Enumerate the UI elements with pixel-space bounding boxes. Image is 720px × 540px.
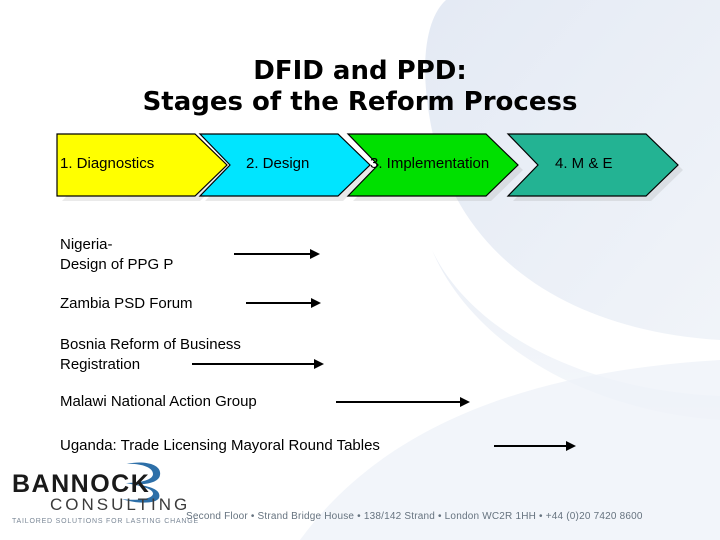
- row-label-uganda: Uganda: Trade Licensing Mayoral Round Ta…: [60, 437, 380, 454]
- stage-label-1[interactable]: 1. Diagnostics: [60, 155, 155, 172]
- stage-label-4[interactable]: 4. M & E: [555, 155, 613, 172]
- row-label-nigeria: Nigeria- Design of PPG P: [60, 236, 174, 273]
- footer-contact-text: Second Floor • Strand Bridge House • 138…: [186, 511, 643, 522]
- row-arrow-zambia: [246, 298, 321, 308]
- title-line-2: Stages of the Reform Process: [142, 87, 578, 117]
- row-arrow-bosnia: [192, 359, 324, 369]
- stage-shape-1: [56, 133, 228, 197]
- stage-label-3[interactable]: 3. Implementation: [370, 155, 490, 172]
- row-label-bosnia: Bosnia Reform of Business Registration: [60, 336, 241, 373]
- row-arrow-uganda: [494, 441, 576, 451]
- row-label-malawi: Malawi National Action Group: [60, 393, 257, 410]
- stage-shape-2: [198, 133, 371, 197]
- row-label-zambia: Zambia PSD Forum: [60, 295, 193, 312]
- page-title: DFID and PPD: Stages of the Reform Proce…: [0, 56, 720, 118]
- bannock-consulting-logo: BANNOCK CONSULTING TAILORED SOLUTIONS FO…: [6, 462, 198, 534]
- stage-label-2[interactable]: 2. Design: [246, 155, 310, 172]
- logo-name: BANNOCK: [12, 470, 151, 498]
- logo-tagline: TAILORED SOLUTIONS FOR LASTING CHANGE: [12, 518, 199, 525]
- row-arrow-nigeria: [234, 249, 320, 259]
- row-arrow-malawi: [336, 397, 470, 407]
- bannock-b-mark-icon: [122, 462, 161, 503]
- logo-subname: CONSULTING: [50, 495, 191, 514]
- title-line-1: DFID and PPD:: [253, 56, 467, 86]
